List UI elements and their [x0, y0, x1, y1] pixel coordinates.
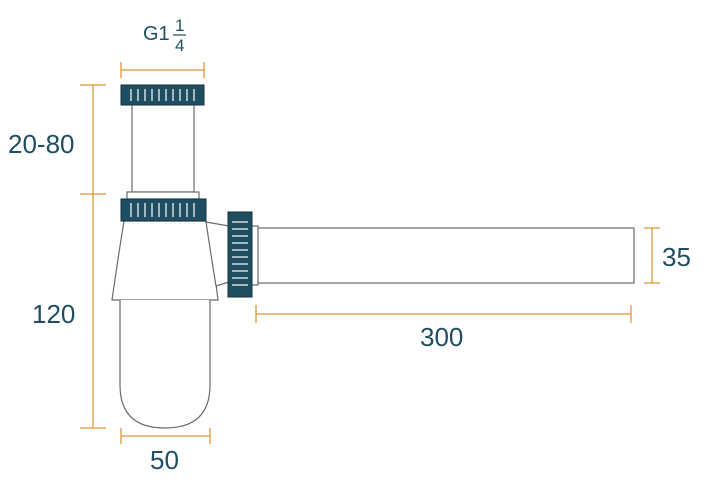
pipe-diameter-label: 35 — [662, 242, 691, 272]
middle-nut — [120, 198, 207, 222]
trap-cup — [119, 300, 211, 429]
upper-tube — [131, 103, 195, 193]
side-connector — [205, 221, 230, 287]
thread-denominator: 4 — [175, 36, 184, 55]
trap-body — [111, 103, 635, 429]
top-nut — [120, 84, 205, 106]
thread-numerator: 1 — [175, 16, 184, 35]
upper-collar — [126, 191, 200, 200]
pipe-length-label: 300 — [420, 322, 463, 352]
thread-label: G1 1 4 — [143, 16, 186, 55]
thread-prefix: G1 — [143, 23, 170, 45]
trap-cone — [111, 220, 219, 301]
outlet-pipe — [253, 227, 635, 284]
height-trap-label: 120 — [32, 299, 75, 329]
dimension-lines — [80, 62, 660, 444]
outlet-nut — [227, 211, 253, 298]
trap-width-label: 50 — [150, 445, 179, 475]
height-adjust-label: 20-80 — [8, 129, 75, 159]
